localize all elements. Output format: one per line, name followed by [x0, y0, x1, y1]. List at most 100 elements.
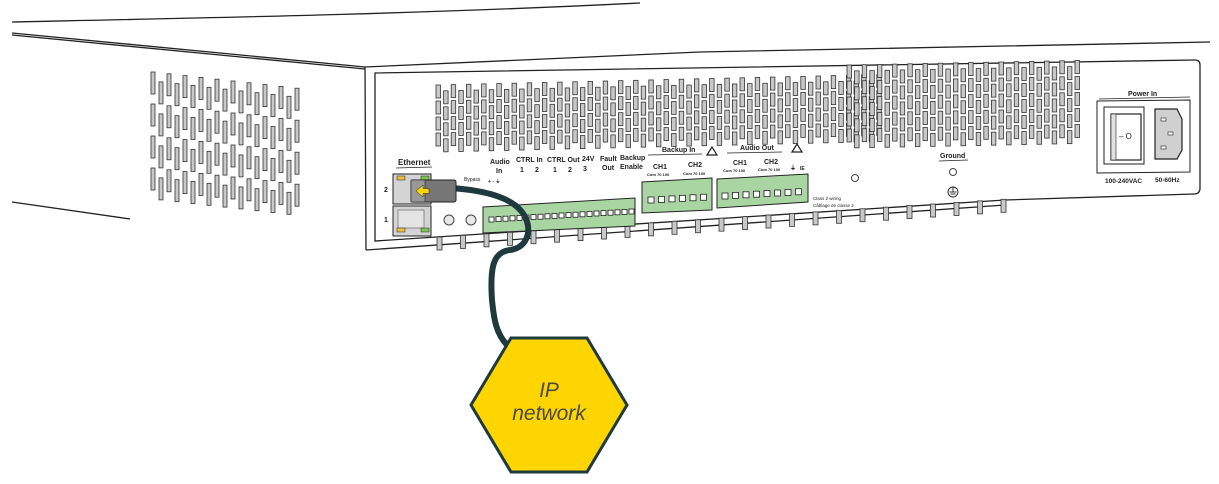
terminal-screw[interactable]	[721, 192, 729, 200]
vent-slot	[678, 110, 685, 125]
vent-slot	[557, 97, 563, 112]
terminal-screw[interactable]	[658, 196, 665, 203]
ctrl-in-2: 2	[535, 167, 539, 174]
terminal-screw[interactable]	[516, 214, 523, 221]
terminal-screw[interactable]	[530, 214, 537, 221]
vent-slot	[503, 88, 510, 103]
terminal-screw[interactable]	[679, 194, 686, 202]
vent-slot	[968, 126, 974, 140]
vent-slot	[1036, 98, 1042, 113]
vent-slot	[294, 183, 300, 207]
vent-slot	[1074, 124, 1080, 138]
network-label-line2: network	[512, 402, 587, 425]
chassis-foot	[648, 222, 654, 237]
vent-slot	[473, 121, 479, 136]
vent-slot	[1051, 130, 1058, 145]
vent-slot	[1051, 114, 1058, 129]
vent-slot	[465, 99, 472, 114]
vent-slot	[198, 140, 204, 164]
vent-slot	[815, 91, 821, 106]
terminal-screw[interactable]	[558, 212, 565, 219]
vent-slot	[716, 99, 723, 114]
terminal-screw[interactable]	[668, 195, 676, 203]
terminal-block-backup-in[interactable]	[641, 177, 713, 214]
terminal-screw[interactable]	[509, 215, 516, 222]
vent-slot	[519, 104, 525, 119]
terminal-screw[interactable]	[647, 196, 655, 204]
vent-slot	[907, 95, 913, 110]
vent-slot	[899, 117, 906, 132]
chassis-foot	[883, 206, 889, 221]
terminal-screw[interactable]	[495, 216, 502, 223]
vent-slot	[610, 118, 616, 133]
vent-slot	[254, 188, 260, 212]
terminal-screw[interactable]	[572, 211, 579, 218]
terminal-screw[interactable]	[763, 190, 771, 198]
ctrl-out-3: 3	[583, 166, 587, 173]
terminal-screw[interactable]	[621, 208, 628, 215]
ground-terminal[interactable]	[949, 168, 957, 176]
power-switch[interactable]: – O	[1103, 106, 1145, 165]
vent-slot	[542, 98, 548, 112]
vent-slot	[815, 75, 821, 90]
vent-slot	[732, 83, 738, 98]
vent-slot	[739, 125, 745, 140]
terminal-block-audio-out[interactable]	[716, 173, 809, 209]
vent-slot	[1021, 99, 1027, 113]
vent-slot	[587, 128, 593, 143]
ethernet-port-1[interactable]	[392, 205, 432, 237]
vent-slot	[823, 81, 829, 96]
vent-slot	[945, 84, 951, 99]
terminal-screw[interactable]	[593, 210, 600, 217]
ac-inlet[interactable]	[1154, 108, 1183, 160]
terminal-screw[interactable]	[488, 216, 495, 223]
vent-slot	[587, 97, 593, 111]
terminal-screw[interactable]	[753, 190, 760, 198]
terminal-screw[interactable]	[732, 191, 739, 199]
terminal-screw[interactable]	[628, 208, 635, 215]
vent-slot	[246, 114, 252, 138]
vent-slot	[846, 128, 852, 143]
terminal-screw[interactable]	[614, 209, 621, 216]
terminal-screw[interactable]	[579, 211, 586, 218]
vent-slot	[294, 119, 300, 143]
terminal-screw[interactable]	[600, 210, 607, 217]
vent-slot	[983, 93, 989, 108]
terminal-screw[interactable]	[774, 189, 781, 197]
vent-slot	[542, 130, 548, 144]
vent-slot	[633, 79, 639, 94]
vent-slot	[709, 78, 715, 92]
terminal-screw[interactable]	[502, 215, 509, 222]
terminal-screw[interactable]	[551, 212, 558, 219]
vent-slot	[899, 133, 906, 148]
vent-slot	[968, 94, 974, 108]
terminal-screw[interactable]	[795, 188, 802, 196]
terminal-screw[interactable]	[565, 212, 572, 219]
class2-wiring-label: Class 2 wiring	[813, 196, 842, 201]
switch-marks: – O	[1119, 132, 1132, 141]
terminal-screw[interactable]	[586, 210, 593, 217]
vent-slot	[648, 95, 654, 110]
vent-slot	[1036, 114, 1042, 129]
terminal-block-io[interactable]	[482, 197, 636, 234]
terminal-screw[interactable]	[607, 209, 614, 216]
vent-slot	[808, 97, 814, 112]
vent-slot	[503, 104, 510, 119]
ctrl-out-2: 2	[568, 167, 572, 174]
vent-slot	[762, 82, 768, 97]
terminal-screw[interactable]	[784, 188, 792, 196]
vent-slot	[465, 83, 472, 98]
vent-slot	[694, 78, 700, 93]
vent-slot	[610, 134, 616, 149]
vent-slot	[930, 84, 936, 99]
io-labels: Audio In + - ⏚ CTRL In 1 2 CTRL Out 1 2 …	[488, 155, 645, 185]
terminal-screw[interactable]	[700, 193, 707, 201]
vent-slot	[747, 83, 753, 98]
terminal-screw[interactable]	[742, 191, 750, 199]
terminal-screw[interactable]	[544, 213, 551, 220]
vent-slot	[960, 116, 966, 131]
terminal-screw[interactable]	[689, 194, 697, 202]
terminal-screw[interactable]	[537, 213, 544, 220]
vent-slot	[633, 111, 639, 126]
ethernet-plug[interactable]	[410, 179, 457, 203]
